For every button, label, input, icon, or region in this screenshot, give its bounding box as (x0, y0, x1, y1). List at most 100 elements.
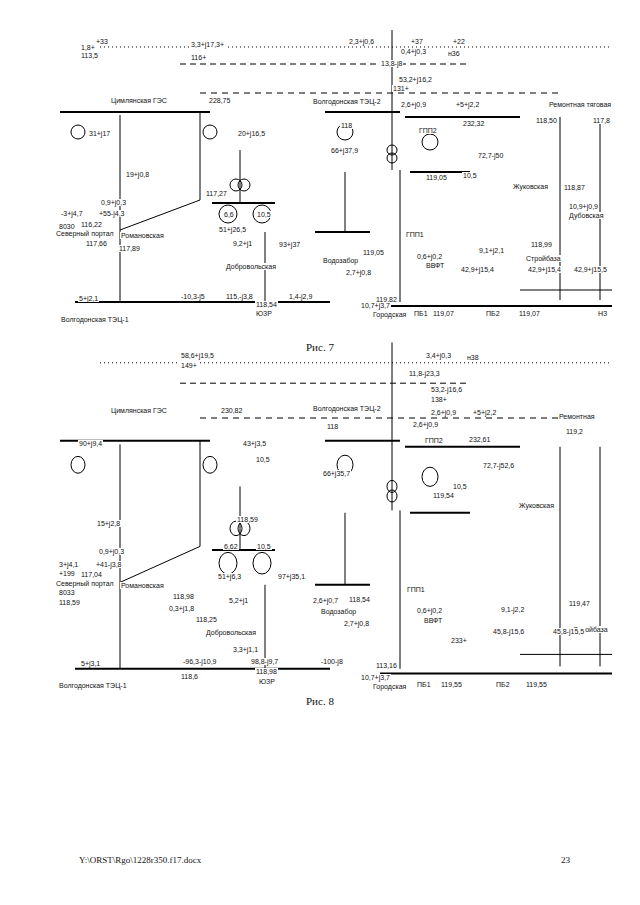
scheme-label: ГПП2 (418, 127, 438, 134)
scheme-label: Цимлянская ГЭС (110, 97, 168, 104)
scheme-label: 115,-j3,8 (225, 293, 254, 300)
scheme-label: 113,5 (80, 52, 99, 59)
scheme-label: Ремонтная (558, 413, 596, 420)
scheme-label: -3+j4,7 (60, 210, 84, 217)
scheme-label: 116,22 (80, 221, 103, 228)
scheme-label: Стройбаза (525, 255, 562, 262)
scheme-label: 51+j6,3 (217, 573, 242, 580)
scheme-label: 51+j26,5 (218, 226, 247, 233)
scheme-label: 118,54 (348, 596, 371, 603)
scheme-label: 119,55 (440, 681, 463, 688)
scheme-label: Романовская (120, 232, 165, 239)
scheme-label: 0,6+j0,2 (416, 253, 443, 260)
scheme-label: 119,07 (432, 310, 455, 317)
scheme-label: 119,47 (568, 600, 591, 607)
scheme-label: 0,3+j1,8 (168, 605, 195, 612)
scheme-label: н38 (466, 354, 480, 361)
scheme-label: 97+j35,1 (277, 573, 306, 580)
scheme-label: 42,9+j15,4 (527, 266, 562, 273)
scheme-label: 118,59 (236, 516, 259, 523)
figure-caption: Рис. 8 (305, 696, 335, 708)
scheme-label: 2,7+j0,8 (345, 269, 372, 276)
scheme-label: 119,55 (525, 681, 548, 688)
scheme-label: +41-j3,8 (95, 561, 123, 568)
scheme-label: Жуковская (518, 502, 555, 509)
scheme-label: 53,2-j16,6 (430, 386, 463, 393)
scheme-label: Добровольская (205, 629, 257, 636)
scheme-label: ПБ1 (413, 310, 429, 317)
scheme-label: 42,9+j15,4 (460, 266, 495, 273)
scheme-label: +33 (95, 38, 109, 45)
scheme-label: Городская (372, 311, 407, 318)
scheme-label: +37 (410, 38, 424, 45)
scheme-label: 0,6+j0,2 (416, 607, 443, 614)
scheme-label: ЮЗР (255, 310, 273, 317)
scheme-label: 9,1-j2,2 (500, 606, 525, 613)
scheme-label: Цимлянская ГЭС (110, 407, 168, 414)
scheme-label: 117,89 (118, 245, 141, 252)
scheme-label: ГПП1 (405, 231, 425, 238)
scheme-label: Волгодонская ТЭЦ-1 (58, 682, 128, 689)
scheme-label: 93+j37 (278, 241, 301, 248)
scheme-label: Водозабор (322, 257, 359, 264)
scheme-label: -100-j8 (320, 658, 344, 665)
scheme-label: 1,4-j2,9 (288, 293, 313, 300)
scheme-label: 3,3+j1,1 (232, 646, 259, 653)
scheme-label: 1,8+ (80, 44, 96, 51)
scheme-label: 3+j4,1 (58, 561, 79, 568)
scheme-label: 118,6 (180, 673, 199, 680)
scheme-label: 43+j3,5 (242, 440, 267, 447)
scheme-label: 117,8 (592, 117, 611, 124)
scheme-label: 11,8-j23,3 (408, 370, 441, 377)
scheme-label: Волгодонская ТЭЦ-2 (312, 405, 382, 412)
scheme-label: 6,6 (223, 211, 235, 218)
scheme-label: 5+j2,1 (78, 295, 99, 302)
scheme-label: 118,87 (563, 184, 586, 191)
scheme-label: 233+ (450, 637, 468, 644)
scheme-label: 119,07 (518, 310, 541, 317)
scheme-label: ГПП1 (406, 586, 426, 593)
scheme-label: н36 (447, 50, 461, 57)
scheme-label: Жуковская (512, 183, 549, 190)
scheme-label: 10,9+j0,9 (568, 203, 599, 210)
scheme-label: -10,3-j5 (180, 293, 206, 300)
scheme-label: 45,8-j15,6 (492, 628, 525, 635)
scheme-label: +55-j4,3 (98, 210, 126, 217)
scheme-label: 228,75 (208, 97, 231, 104)
scheme-label: 113,16 (375, 662, 398, 669)
scheme-label: 90+j9,4 (78, 440, 103, 447)
scheme-label: 117,27 (205, 190, 228, 197)
scheme-label: 119,05 (362, 249, 385, 256)
scheme-label: +199 (58, 570, 76, 577)
scheme-label: 117,66 (85, 240, 108, 247)
scheme-label: 118,59 (58, 599, 81, 606)
scheme-label: ВВФТ (423, 617, 443, 624)
scheme-label: +22 (452, 38, 466, 45)
scheme-label: 5+j3,1 (80, 660, 101, 667)
scheme-label: 118,99 (530, 241, 553, 248)
scheme-label: 119,2 (565, 428, 584, 435)
scheme-label: 119,05 (425, 174, 448, 181)
scheme-label: +5+j2,2 (455, 101, 480, 108)
scheme-label: Городская (372, 683, 407, 690)
scheme-label: 2,3+j0,6 (348, 38, 375, 45)
scheme-label: 19+j0,8 (125, 171, 150, 178)
scheme-label: 0,9+j0,3 (98, 548, 125, 555)
scheme-label: +5+j2,2 (472, 409, 497, 416)
scheme-label: ЮЗР (258, 678, 276, 685)
scheme-label: 10,7+j3,7 (360, 302, 391, 309)
scheme-label: 0,4+j0,3 (400, 48, 427, 55)
scheme-fig7 (60, 30, 612, 306)
scheme-label: 66+j35,7 (322, 470, 351, 477)
scheme-label: ПБ2 (495, 681, 511, 688)
scheme-label: 118,50 (535, 117, 558, 124)
scheme-label: ГПП2 (424, 437, 444, 444)
page-footer: 23 (560, 856, 571, 865)
scheme-fig8 (60, 342, 612, 673)
scheme-label: 3,4+j0,3 (425, 352, 452, 359)
scheme-label: 118,54 (255, 301, 278, 308)
scheme-label: 232,61 (468, 436, 491, 443)
scheme-label: 9,2+j1 (232, 240, 253, 247)
scheme-label: 2,6+j0,9 (430, 409, 457, 416)
figure-caption: Рис. 7 (305, 342, 335, 354)
